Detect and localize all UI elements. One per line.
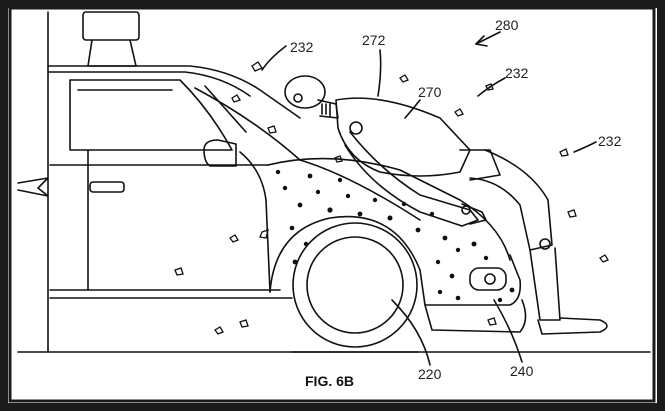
pedestrian-foot — [537, 317, 608, 335]
shoulder-joint — [349, 121, 363, 135]
door-handle — [89, 181, 125, 193]
pedestrian-arm — [344, 131, 479, 227]
front-wheel-rim — [306, 236, 404, 334]
leader-220 — [391, 299, 431, 366]
label-pedestrian: 270 — [418, 84, 442, 100]
inner-frame — [8, 6, 656, 403]
pedestrian-hip — [459, 149, 501, 181]
side-window — [69, 79, 233, 151]
leader-232-b — [477, 77, 506, 97]
leader-240 — [493, 299, 523, 363]
label-particles-a: 232 — [290, 39, 314, 55]
sensor-mount — [87, 39, 137, 67]
neck-joints — [321, 103, 331, 117]
leader-270 — [404, 99, 421, 119]
pedestrian-hand — [461, 203, 487, 225]
label-system: 280 — [495, 17, 519, 33]
leader-232-c — [573, 141, 597, 153]
pedestrian-shin — [529, 247, 561, 321]
label-particles-c: 232 — [598, 133, 622, 149]
door-rear-edge — [239, 151, 271, 293]
windshield — [194, 87, 301, 161]
label-front-end: 220 — [418, 366, 442, 382]
pedestrian-torso — [335, 97, 471, 177]
break-mark — [17, 177, 49, 197]
label-bumper: 240 — [510, 363, 534, 379]
arrow-280 — [475, 31, 501, 45]
leader-272 — [377, 49, 382, 97]
wrist-joint — [461, 205, 471, 215]
leader-232-a — [261, 45, 287, 71]
roof-sensor — [82, 11, 140, 41]
roof-line — [47, 65, 301, 119]
front-bumper — [424, 299, 527, 333]
front-wheel-tire — [292, 222, 418, 348]
fog-lamp-bulb — [484, 273, 496, 285]
windshield-pillar — [204, 85, 247, 133]
fog-lamp — [469, 267, 507, 291]
head-pivot — [293, 93, 303, 103]
fender-arch — [269, 215, 522, 306]
side-mirror — [203, 139, 237, 167]
label-head: 272 — [362, 32, 386, 48]
hood-crease — [299, 159, 421, 221]
arrow-280-head — [475, 35, 488, 47]
pedestrian-head — [284, 75, 326, 109]
label-particles-b: 232 — [505, 65, 529, 81]
adhesive-dots — [275, 169, 515, 303]
figure-caption: FIG. 6B — [305, 373, 355, 389]
hood-line — [267, 157, 511, 261]
particles — [174, 61, 609, 335]
pedestrian-thigh — [469, 149, 553, 251]
knee-joint — [539, 238, 551, 250]
roof-inner — [47, 71, 251, 97]
